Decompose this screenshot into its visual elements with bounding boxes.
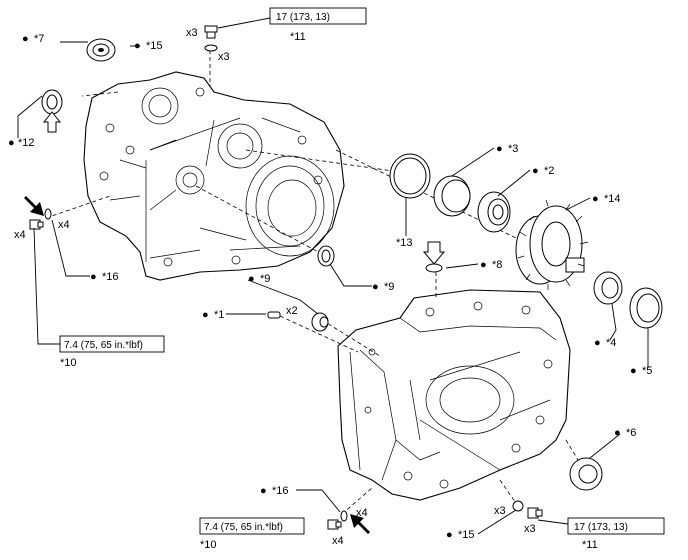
oil-seal-7[interactable] — [86, 38, 116, 62]
label-bullet: ● — [22, 33, 29, 45]
transmission-case-housing — [83, 71, 345, 281]
label-16-left: *16 — [102, 271, 119, 283]
label-bullet: ● — [248, 273, 255, 285]
label-bullet: ● — [202, 309, 209, 321]
label-bullet: ● — [446, 529, 453, 541]
label-bullet: ● — [592, 193, 599, 205]
label-11-bottom: *11 — [582, 539, 598, 551]
qty-br-ring: x3 — [494, 505, 506, 517]
label-8: *8 — [492, 259, 502, 271]
label-9-sleeve: *9 — [260, 273, 270, 285]
label-bullet: ● — [532, 165, 539, 177]
label-bullet: ● — [630, 365, 637, 377]
bolt-10-bottom[interactable] — [327, 519, 342, 530]
torque-value: 17 (173, 13) — [276, 12, 330, 23]
qty-top-bolt: x3 — [186, 27, 198, 39]
leader-lines — [17, 17, 649, 535]
o-ring-16-left[interactable] — [44, 208, 52, 220]
qty-bottom-ring: x4 — [356, 507, 368, 519]
label-14: *14 — [604, 193, 621, 205]
pin-1[interactable] — [267, 311, 281, 319]
torque-value: 7.4 (75, 65 in.*lbf) — [64, 340, 143, 351]
differential-gear-14[interactable] — [515, 199, 589, 290]
label-6: *6 — [626, 427, 636, 439]
label-12: *12 — [18, 137, 35, 149]
label-13: *13 — [396, 237, 413, 249]
install-arrow-icon-left — [24, 196, 44, 216]
label-11-top: *11 — [290, 31, 306, 43]
transaxle-housing — [337, 289, 571, 501]
up-arrow-icon — [42, 111, 62, 133]
label-bullet: ● — [134, 40, 141, 52]
oil-seal-9-upper[interactable] — [317, 245, 335, 267]
label-16-bottom: *16 — [272, 485, 289, 497]
label-bullet: ● — [480, 259, 487, 271]
label-4: *4 — [606, 337, 616, 349]
bolt-10-left[interactable] — [29, 219, 44, 230]
qty-pin: x2 — [286, 305, 298, 317]
label-15-bottom: *15 — [458, 529, 475, 541]
label-5: *5 — [642, 365, 652, 377]
callout-labels: ● *7 ● *15 ● *12 *11 ● *3 ● *2 ● *14 *13… — [8, 31, 652, 551]
qty-top-ring: x3 — [218, 51, 230, 63]
o-ring-13[interactable] — [389, 153, 431, 199]
label-bullet: ● — [372, 281, 379, 293]
label-15-top: *15 — [146, 40, 163, 52]
gasket-15-top[interactable] — [204, 44, 218, 52]
torque-value: 7.4 (75, 65 in.*lbf) — [204, 522, 283, 533]
bearing-race-5[interactable] — [629, 287, 663, 329]
down-arrow-icon — [422, 241, 446, 265]
quantity-labels: x3 x3 x4 x4 x2 x4 x4 x3 x3 — [14, 27, 536, 547]
label-9-seal: *9 — [384, 281, 394, 293]
oil-seal-6[interactable] — [569, 457, 603, 491]
label-10-bottom: *10 — [200, 539, 217, 551]
label-1: *1 — [214, 309, 224, 321]
label-bullet: ● — [614, 427, 621, 439]
gasket-15-bottom[interactable] — [512, 500, 524, 512]
torque-value: 17 (173, 13) — [574, 522, 628, 533]
label-7: *7 — [34, 33, 44, 45]
qty-bottom-bolt: x4 — [332, 535, 344, 547]
qty-br-bolt: x3 — [524, 523, 536, 535]
bearing-4[interactable] — [593, 271, 623, 305]
label-bullet: ● — [594, 337, 601, 349]
drain-plug-top[interactable] — [204, 25, 218, 39]
label-10-left: *10 — [60, 357, 77, 369]
qty-left-bolt: x4 — [14, 229, 26, 241]
torque-box-plug-bottom: 17 (173, 13) — [567, 517, 665, 535]
label-bullet: ● — [90, 271, 97, 283]
torque-box-bolt-left: 7.4 (75, 65 in.*lbf) — [59, 335, 165, 353]
install-arrow-icon-bottom — [350, 514, 370, 534]
bearing-2[interactable] — [477, 191, 511, 233]
drain-plug-bottom[interactable] — [527, 507, 543, 519]
torque-box-bolt-bottom: 7.4 (75, 65 in.*lbf) — [199, 517, 305, 535]
label-3: *3 — [508, 143, 518, 155]
sleeve-9[interactable] — [311, 312, 329, 332]
label-2: *2 — [544, 165, 554, 177]
label-bullet: ● — [8, 137, 15, 149]
label-bullet: ● — [496, 143, 503, 155]
bearing-race-3[interactable] — [433, 175, 471, 217]
qty-left-ring: x4 — [58, 219, 70, 231]
label-bullet: ● — [260, 485, 267, 497]
o-ring-16-bottom[interactable] — [340, 510, 348, 522]
shim-8[interactable] — [425, 263, 443, 273]
oil-seal-12[interactable] — [41, 89, 63, 115]
torque-box-plug-top: 17 (173, 13) — [269, 7, 367, 25]
